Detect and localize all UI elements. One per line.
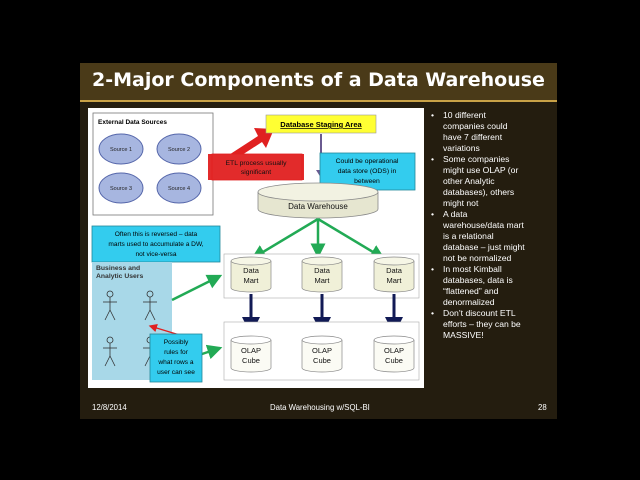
staging-area-box — [265, 114, 377, 134]
source-4-label: Source 4 — [168, 186, 190, 192]
data-mart-3: Data Mart — [373, 256, 415, 293]
data-mart-1-line-2: Mart — [244, 276, 260, 285]
rules-note-line-3: what rows a — [157, 359, 194, 366]
bullet-line: might use OLAP (or — [443, 165, 519, 175]
olap-cube-1-line-1: OLAP — [241, 346, 261, 355]
data-mart-2-line-2: Mart — [315, 276, 331, 285]
data-warehouse-label: Data Warehouse — [288, 202, 348, 211]
olap-cube-3-line-2: Cube — [385, 356, 403, 365]
source-2-label: Source 2 — [168, 147, 190, 153]
etl-note-line-1: ETL process usually — [226, 160, 288, 167]
dw-to-mart-3-arrow — [317, 217, 386, 260]
title-bar: 2-Major Components of a Data Warehouse — [80, 63, 557, 102]
bullet-line: database – just might — [443, 242, 525, 252]
etl-note-line-2: significant — [241, 169, 271, 176]
footer-title: Data Warehousing w/SQL-BI — [270, 403, 370, 412]
bullet-line: 10 different — [443, 110, 486, 120]
data-mart-1: Data Mart — [230, 256, 272, 293]
ods-note-line-2: data store (ODS) in — [338, 168, 397, 175]
bullet-line: other Analytic — [443, 176, 495, 186]
bullet-line: have 7 different — [443, 132, 503, 142]
olap-cube-2-line-1: OLAP — [312, 346, 332, 355]
footer-date: 12/8/2014 — [92, 403, 127, 412]
source-2: Source 2 — [156, 133, 202, 165]
reversed-note-line-1: Often this is reversed – data — [115, 231, 198, 238]
source-1-label: Source 1 — [110, 147, 132, 153]
ods-note-line-3: between — [354, 178, 380, 185]
bullet-line: A data — [443, 209, 468, 219]
reversed-note-line-2: marts used to accumulate a DW, — [108, 241, 203, 248]
user-figure-3 — [103, 336, 117, 367]
olap-cube-3: OLAP Cube — [373, 335, 415, 373]
source-3-label: Source 3 — [110, 186, 132, 192]
bullet-line: warehouse/data mart — [443, 220, 524, 230]
bullet-line: In most Kimball — [443, 264, 502, 274]
data-warehouse-cylinder: Data Warehouse — [257, 182, 379, 219]
bullet-line: is a relational — [443, 231, 494, 241]
source-3: Source 3 — [98, 172, 144, 204]
rules-note-line-1: Possibly — [164, 339, 189, 346]
bullet-line: MASSIVE! — [443, 330, 484, 340]
data-mart-2-line-1: Data — [314, 266, 331, 275]
slide-title: 2-Major Components of a Data Warehouse — [92, 69, 545, 91]
source-1: Source 1 — [98, 133, 144, 165]
olap-cube-3-line-1: OLAP — [384, 346, 404, 355]
bullet-line: Some companies — [443, 154, 510, 164]
bullet-line: “flattened” and — [443, 286, 499, 296]
bullet-line: companies could — [443, 121, 508, 131]
bullet-line: denormalized — [443, 297, 495, 307]
data-mart-2: Data Mart — [301, 256, 343, 293]
olap-cube-2: OLAP Cube — [301, 335, 343, 373]
bullet-line: variations — [443, 143, 480, 153]
user-figure-2 — [143, 290, 157, 321]
olap-cube-2-line-2: Cube — [313, 356, 331, 365]
bullet-line: efforts – they can be — [443, 319, 521, 329]
bullet-line: Don’t discount ETL — [443, 308, 516, 318]
user-figure-1 — [103, 290, 117, 321]
rules-note-line-2: rules for — [164, 349, 189, 356]
users-to-mart-arrow — [171, 274, 223, 302]
footer: 12/8/2014 Data Warehousing w/SQL-BI 28 — [80, 400, 557, 417]
reversed-note — [91, 225, 221, 263]
source-4: Source 4 — [156, 172, 202, 204]
users-label-line-2: Analytic Users — [96, 273, 143, 280]
olap-cube-1-line-2: Cube — [242, 356, 260, 365]
architecture-diagram: External Data Sources Source 1 Source 2 … — [91, 112, 420, 383]
olap-cube-1: OLAP Cube — [230, 335, 272, 373]
rules-note — [149, 333, 203, 383]
bullet-line: databases, data is — [443, 275, 513, 285]
page-number: 28 — [538, 403, 547, 412]
data-mart-3-line-2: Mart — [387, 276, 403, 285]
bullet-line: databases), others — [443, 187, 515, 197]
bullet-line: not be normalized — [443, 253, 512, 263]
dw-to-mart-1-arrow — [250, 217, 319, 260]
slide: 2-Major Components of a Data Warehouse E… — [80, 63, 557, 419]
users-label-line-1: Business and — [96, 265, 140, 272]
data-mart-1-line-1: Data — [243, 266, 260, 275]
ods-note-line-1: Could be operational — [336, 158, 399, 165]
staging-area-label: Database Staging Area — [280, 120, 362, 129]
data-mart-3-line-1: Data — [386, 266, 403, 275]
bullet-line: might not — [443, 198, 479, 208]
diagram-panel: External Data Sources Source 1 Source 2 … — [88, 108, 424, 388]
external-sources-label: External Data Sources — [98, 119, 167, 126]
rules-note-line-4: user can see — [157, 369, 195, 376]
reversed-note-line-3: not vice-versa — [135, 251, 176, 258]
